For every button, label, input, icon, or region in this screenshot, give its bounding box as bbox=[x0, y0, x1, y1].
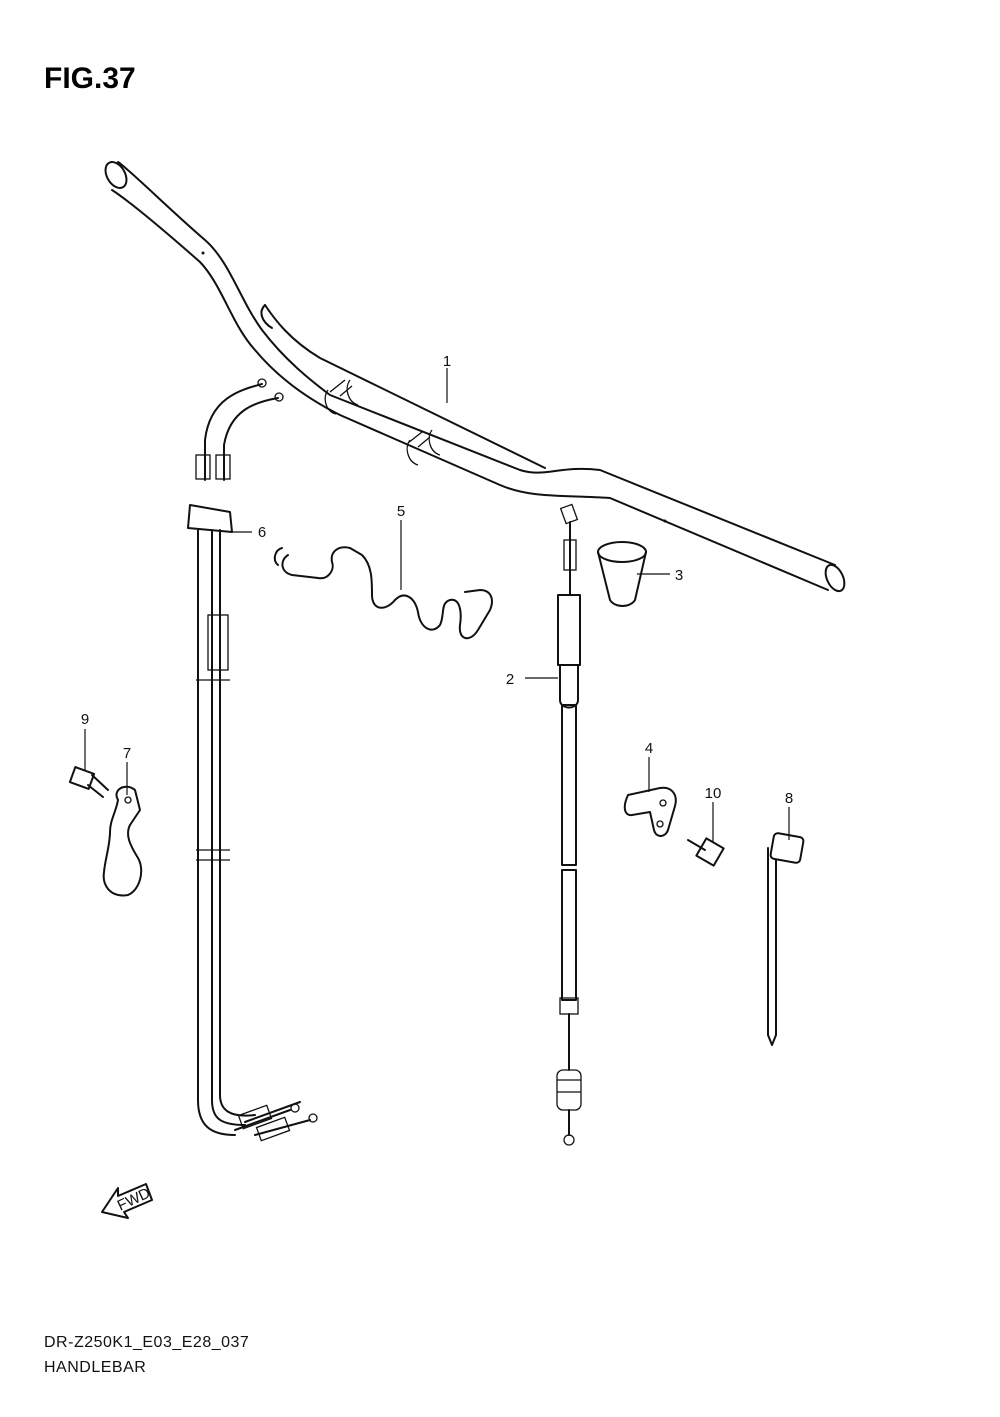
callout-2: 2 bbox=[506, 671, 514, 688]
guide-plate-part bbox=[102, 785, 143, 897]
callout-3: 3 bbox=[675, 567, 683, 584]
handlebar-part bbox=[104, 161, 846, 593]
callout-10: 10 bbox=[705, 785, 722, 802]
clutch-cable-part bbox=[556, 503, 582, 1146]
bracket-part bbox=[623, 786, 677, 837]
callout-1: 1 bbox=[443, 353, 451, 370]
callout-8: 8 bbox=[785, 790, 793, 807]
callout-4: 4 bbox=[645, 740, 653, 757]
callout-5: 5 bbox=[397, 503, 405, 520]
section-name-caption: HANDLEBAR bbox=[44, 1359, 147, 1376]
model-code-caption: DR-Z250K1_E03_E28_037 bbox=[44, 1334, 250, 1351]
callout-9: 9 bbox=[81, 711, 89, 728]
callout-6: 6 bbox=[258, 524, 266, 541]
throttle-cable-part bbox=[187, 378, 318, 1142]
cable-boot-part bbox=[597, 541, 647, 607]
fwd-arrow-icon: FWD bbox=[101, 1183, 153, 1219]
wire-clip-part bbox=[273, 546, 493, 640]
bolt-10-part bbox=[687, 837, 725, 867]
callout-leaders bbox=[84, 368, 790, 842]
bolt-9-part bbox=[68, 766, 109, 798]
figure-title: FIG.37 bbox=[44, 62, 136, 95]
cable-tie-part bbox=[767, 832, 805, 1046]
callout-7: 7 bbox=[123, 745, 131, 762]
